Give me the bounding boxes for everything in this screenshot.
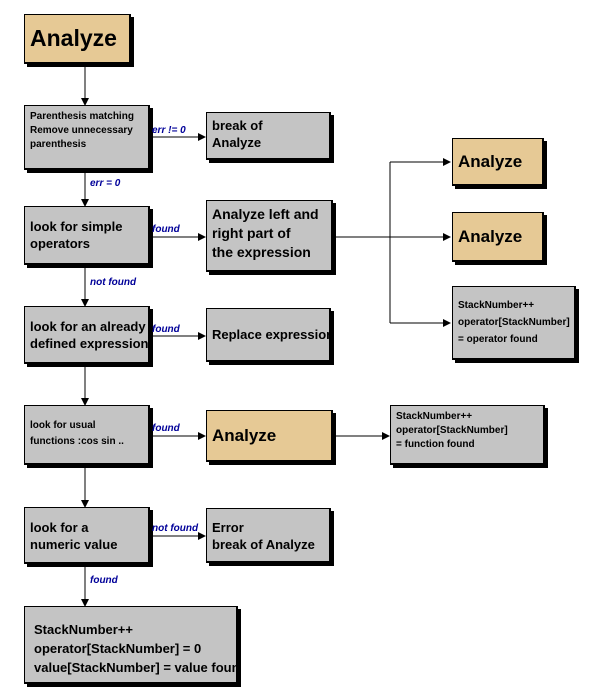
step1-line-1: Parenthesis matching [30, 111, 134, 122]
function-result-line-2: operator[StackNumber] [396, 425, 508, 436]
step4-line-1: look for usual [30, 420, 96, 431]
error-line-2: break of Analyze [212, 537, 315, 552]
break-of-analyze-box: break of Analyze [206, 112, 331, 160]
label-found-4: found [90, 575, 118, 586]
analyze-lr-line-2: right part of [212, 225, 291, 241]
start-analyze-box: Analyze [24, 14, 131, 64]
start-analyze-label: Analyze [30, 25, 117, 51]
step5-numeric-value-box: look for a numeric value [24, 507, 150, 564]
error-box: Error break of Analyze [206, 508, 331, 563]
replace-expression-label: Replace expression [212, 327, 331, 342]
value-result-line-3: value[StackNumber] = value found [34, 660, 238, 675]
replace-expression-box: Replace expression [206, 308, 331, 362]
analyze-lr-line-1: Analyze left and [212, 206, 319, 222]
step2-line-1: look for simple [30, 219, 123, 234]
step1-line-2: Remove unnecessary [30, 125, 133, 136]
right-analyze-1-label: Analyze [458, 152, 523, 171]
label-found-2: found [152, 324, 180, 335]
step2-line-2: operators [30, 236, 90, 251]
break-line-1: break of [212, 118, 263, 133]
right-analyze-box-2: Analyze [452, 212, 544, 262]
break-line-2: Analyze [212, 135, 262, 150]
right-analyze-2-label: Analyze [458, 227, 523, 246]
operator-result-line-2: operator[StackNumber] [458, 317, 570, 328]
error-line-1: Error [212, 520, 244, 535]
label-not-found-1: not found [90, 277, 137, 288]
step4-usual-functions-box: look for usual functions :cos sin .. [24, 405, 150, 465]
analyze-functions-label: Analyze [212, 426, 277, 445]
label-found-3: found [152, 423, 180, 434]
value-result-line-1: StackNumber++ [34, 622, 133, 637]
label-not-found-2: not found [152, 523, 199, 534]
function-result-line-3: = function found [396, 439, 475, 450]
step2-simple-operators-box: look for simple operators [24, 206, 150, 265]
step4-line-2: functions :cos sin .. [30, 436, 124, 447]
value-result-line-2: operator[StackNumber] = 0 [34, 641, 202, 656]
analyze-lr-line-3: the expression [212, 244, 311, 260]
function-result-line-1: StackNumber++ [396, 411, 473, 422]
step5-line-1: look for a [30, 520, 89, 535]
value-found-result-box: StackNumber++ operator[StackNumber] = 0 … [24, 606, 238, 684]
operator-found-result-box: StackNumber++ operator[StackNumber] = op… [452, 286, 576, 360]
step1-line-3: parenthesis [30, 139, 87, 150]
analyze-left-right-box: Analyze left and right part of the expre… [206, 200, 333, 272]
step1-parenthesis-box: Parenthesis matching Remove unnecessary … [24, 105, 150, 170]
step3-line-2: defined expression [30, 336, 149, 351]
step5-line-2: numeric value [30, 537, 118, 552]
label-err-ne-0: err != 0 [152, 125, 186, 136]
step3-line-1: look for an already [30, 319, 146, 334]
analyze-functions-box: Analyze [206, 410, 333, 462]
label-found-1: found [152, 224, 180, 235]
label-err-eq-0: err = 0 [90, 178, 121, 189]
function-found-result-box: StackNumber++ operator[StackNumber] = fu… [390, 405, 545, 465]
step3-defined-expression-box: look for an already defined expression [24, 306, 150, 364]
right-analyze-box-1: Analyze [452, 138, 544, 186]
operator-result-line-3: = operator found [458, 334, 538, 345]
operator-result-line-1: StackNumber++ [458, 300, 535, 311]
